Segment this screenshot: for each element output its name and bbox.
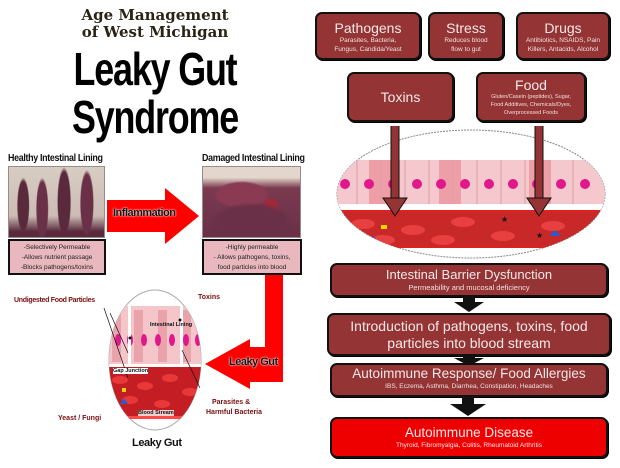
cause-detail: Gluten/Casein (peptides), Sugar, <box>491 94 571 100</box>
callout-toxins: Toxins <box>198 294 221 301</box>
cause-detail: Killers, Antacids, Alcohol <box>527 46 599 53</box>
step-title: Autoimmune Response/ Food Allergies <box>352 366 586 381</box>
step-title: Autoimmune Disease <box>404 425 534 440</box>
step-title: Intestinal Barrier Dysfunction <box>385 267 553 282</box>
leaky-gut-arrow-label: Leaky Gut <box>229 356 278 368</box>
step-box-autoimmune-response: Autoimmune Response/ Food Allergies IBS,… <box>330 363 608 397</box>
flow-arrow-2 <box>454 355 484 366</box>
callout-intestinal-lining: Intestinal Lining <box>150 322 193 328</box>
cause-box-pathogens: Pathogens Parasites, Bacteria, Fungus, C… <box>315 12 421 60</box>
callout-parasites-line1: Parasites & <box>212 399 251 406</box>
step-box-barrier-dysfunction: Intestinal Barrier Dysfunction Permeabil… <box>330 263 608 297</box>
callout-blood-stream: Blood Stream <box>138 410 174 416</box>
healthy-note: -Blocks pathogens/toxins <box>20 264 94 271</box>
cause-box-stress: Stress Reduces blood flow to gut <box>428 12 504 60</box>
illustration-caption: Leaky Gut <box>132 437 182 449</box>
leaky-gut-arrow <box>205 275 283 389</box>
org-name-line1: Age Management <box>81 6 229 24</box>
callout-parasites-line2: Harmful Bacteria <box>206 409 263 416</box>
inflammation-label: Inflammation <box>113 207 176 219</box>
healthy-note: -Selectively Permeable <box>23 244 91 251</box>
healthy-lining-label: Healthy Intestinal Lining <box>8 152 103 164</box>
leaky-gut-arrow-shape <box>205 275 283 389</box>
org-name-line2: of West Michigan <box>81 23 229 41</box>
callout-yeast-fungi: Yeast / Fungi <box>58 415 102 422</box>
cause-title: Food <box>515 77 547 93</box>
page-title-line1: Leaky Gut <box>73 43 238 95</box>
step-title-line1: Introduction of pathogens, toxins, food <box>350 318 588 334</box>
step-detail: Thyroid, Fibromyalgia, Colitis, Rheumato… <box>396 442 542 449</box>
step-box-introduction: Introduction of pathogens, toxins, food … <box>327 313 611 356</box>
flow-arrow-3 <box>450 397 486 416</box>
intestine-illustration: ★ ★ <box>336 126 606 259</box>
step-box-autoimmune-disease: Autoimmune Disease Thyroid, Fibromyalgia… <box>330 417 608 458</box>
damaged-note: food particles into blood <box>217 264 287 271</box>
inflammation-arrow-shape <box>107 188 199 244</box>
cause-detail: Overprocessed Foods <box>503 110 559 116</box>
toxin-star-icon: ★ <box>501 215 508 224</box>
cause-detail: Parasites, Bacteria, <box>339 37 397 44</box>
cause-box-drugs: Drugs Antibiotics, NSAIDS, Pain Killers,… <box>516 12 610 60</box>
page-title-line2: Syndrome <box>71 91 239 143</box>
damaged-tissue-image <box>202 166 301 238</box>
step-detail: IBS, Eczema, Asthma, Diarrhea, Constipat… <box>385 383 553 390</box>
step-detail: Permeability and mucosal deficiency <box>408 283 530 292</box>
damaged-notes-box: -Highly permeable - Allows pathogens, to… <box>202 239 302 275</box>
cause-title: Pathogens <box>334 20 402 36</box>
leaky-gut-illustration <box>103 289 202 431</box>
cause-detail: Food Additives, Chemicals/Dyes, <box>490 102 572 108</box>
flow-arrow-1 <box>454 297 484 312</box>
cause-detail: flow to gut <box>451 46 481 53</box>
inflammation-arrow <box>107 188 199 244</box>
damaged-lining-label: Damaged Intestinal Lining <box>202 152 305 164</box>
toxin-star-icon: ★ <box>536 231 543 240</box>
step-title-line2: particles into blood stream <box>387 335 551 351</box>
cause-detail: Antibiotics, NSAIDS, Pain <box>525 37 601 44</box>
cause-detail: Fungus, Candida/Yeast <box>334 46 402 53</box>
damaged-note: -Highly permeable <box>225 244 279 251</box>
callout-gap-junction: Gap Junction <box>113 368 149 374</box>
healthy-notes-box: -Selectively Permeable -Allows nutrient … <box>8 239 106 275</box>
cause-title: Drugs <box>544 20 582 36</box>
cause-box-food: Food Gluten/Casein (peptides), Sugar, Fo… <box>476 72 586 122</box>
healthy-tissue-image <box>8 166 105 238</box>
cause-box-toxins: Toxins <box>347 72 454 122</box>
cause-detail: Reduces blood <box>444 37 488 44</box>
cause-title: Toxins <box>380 89 421 105</box>
callout-undigested-food: Undigested Food Particles <box>14 297 95 304</box>
healthy-note: -Allows nutrient passage <box>21 254 93 261</box>
cause-title: Stress <box>446 20 486 36</box>
damaged-note: - Allows pathogens, toxins, <box>213 254 291 261</box>
